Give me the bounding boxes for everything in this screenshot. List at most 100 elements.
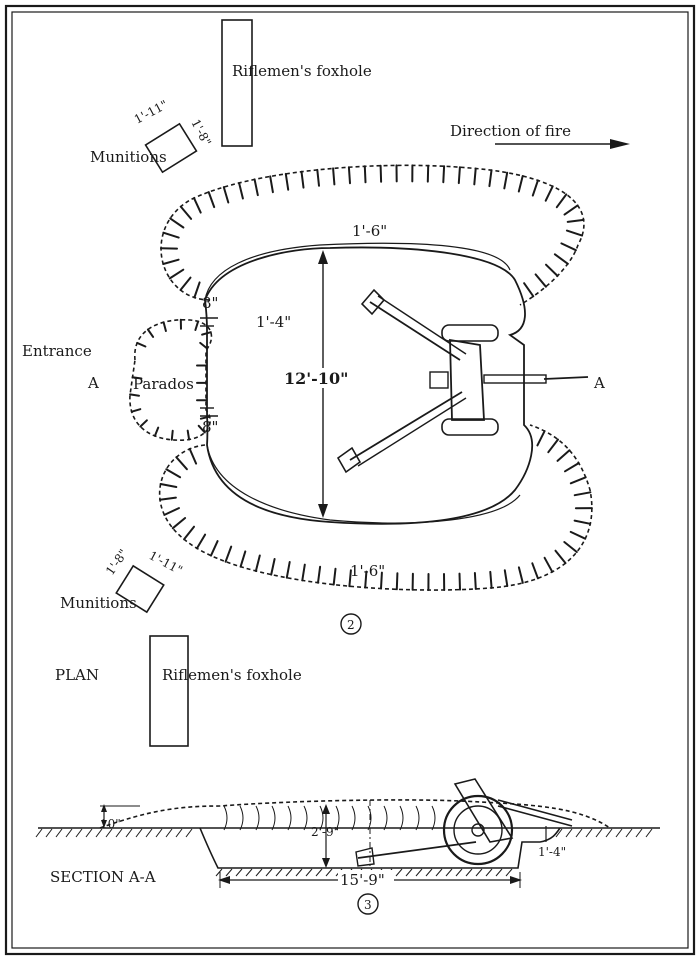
parapet-top-hatching	[160, 164, 585, 299]
spoil-hatch-stroke	[563, 541, 578, 553]
spoil-hatch-stroke	[473, 572, 477, 590]
dim-depth-line	[322, 804, 330, 868]
spoil-hatch-stroke	[270, 558, 276, 576]
spoil-hatch-stroke	[395, 572, 399, 591]
ground-hatch-stroke	[605, 828, 613, 838]
dim-bottom-parapet: 1'-6"	[350, 562, 385, 580]
ground-hatch-stroke	[555, 828, 563, 838]
ground-hatch-stroke	[435, 868, 443, 877]
spoil-hatch-stroke	[193, 281, 201, 299]
parapet-bottom-outline	[158, 424, 593, 591]
ground-hatch-stroke	[285, 868, 293, 877]
ground-hatch-stroke	[505, 868, 513, 877]
spoil-hatch-stroke	[523, 282, 535, 298]
spoil-hatch-stroke	[573, 491, 592, 497]
spoil-hatch-stroke	[536, 430, 546, 447]
spoil-hatch-stroke	[555, 193, 568, 209]
spoil-hatch-stroke	[457, 166, 461, 185]
ground-hatch-stroke	[245, 868, 253, 877]
ground-hatch-stroke	[465, 868, 473, 877]
spoil-hatch-stroke	[554, 549, 567, 565]
spoil-hatch-stroke	[193, 197, 202, 214]
spoil-hatch-stroke	[170, 429, 174, 441]
spoil-hatch-stroke	[163, 507, 180, 516]
ground-hatch-stroke	[635, 828, 643, 838]
munitions-top-dim-long: 1'-11"	[132, 97, 170, 126]
spoil-hatch-stroke	[171, 517, 187, 530]
spoil-hatch-stroke	[364, 570, 368, 589]
spoil-hatch-stroke	[332, 167, 336, 186]
spoil-hatch-stroke	[564, 462, 580, 473]
spoil-hatch-stroke	[196, 533, 207, 550]
spoil-hatch-stroke	[284, 172, 290, 191]
dim-step: 1'-4"	[538, 845, 566, 859]
spoil-hatch-stroke	[201, 331, 212, 336]
spoil-hatch-stroke	[224, 545, 233, 563]
ground-hatch-stroke	[575, 828, 583, 838]
ground-hatch-stroke	[275, 868, 283, 877]
ground-hatch-stroke	[45, 828, 53, 838]
spoil-hatch-stroke	[210, 540, 219, 557]
ground-hatch-stroke	[425, 868, 433, 877]
spoil-hatch-stroke	[517, 566, 524, 584]
ground-hatch-stroke	[295, 868, 303, 877]
ground-hatch-stroke	[35, 828, 43, 838]
dim-depth: 2'-9"	[311, 825, 339, 839]
munitions-box-bottom	[115, 564, 165, 614]
section-striation	[287, 805, 292, 831]
spoil-hatch-stroke	[503, 171, 509, 190]
spoil-hatch-stroke	[162, 258, 180, 265]
spoil-hatch-stroke	[285, 561, 291, 579]
spoil-hatch-stroke	[179, 276, 192, 291]
ground-hatch-stroke	[615, 828, 623, 838]
dim-pit-width: 12'-10"	[284, 369, 348, 388]
section-mark-right: A	[593, 374, 605, 392]
section-striation	[351, 805, 356, 831]
ground-hatch-stroke	[75, 828, 83, 838]
spoil-hatch-stroke	[553, 253, 569, 265]
spoil-hatch-stroke	[253, 178, 259, 197]
spoil-hatch-stroke	[543, 556, 554, 573]
section-pit-outline	[199, 827, 561, 869]
spoil-hatch-stroke	[569, 530, 587, 540]
spoil-hatch-stroke	[179, 205, 193, 220]
spoil-hatch-stroke	[531, 179, 539, 197]
section-striation	[303, 805, 308, 831]
ground-hatch-stroke	[645, 828, 653, 838]
section-striation	[223, 805, 228, 831]
munitions-bottom-dim-short: 1'-8"	[103, 547, 131, 578]
ground-hatch-stroke	[115, 828, 123, 838]
dim-inner-width: 1'-4"	[256, 313, 291, 331]
munitions-bottom-label: Munitions	[60, 594, 137, 612]
spoil-hatch-stroke	[139, 419, 148, 428]
spoil-hatch-stroke	[159, 483, 178, 488]
section-title: SECTION A-A	[50, 868, 156, 886]
spoil-hatch-stroke	[316, 168, 320, 187]
section-striation	[271, 805, 276, 831]
spoil-hatch-stroke	[442, 165, 446, 184]
spoil-hatch-stroke	[168, 268, 185, 280]
spoil-hatch-stroke	[194, 320, 200, 331]
munitions-bottom-dim-long: 1'-11"	[147, 548, 185, 577]
spoil-hatch-stroke	[517, 175, 524, 193]
ground-hatch-stroke	[135, 828, 143, 838]
ground-hatch-stroke	[405, 868, 413, 877]
ground-hatch-stroke	[265, 868, 273, 877]
ground-hatch-stroke	[105, 828, 113, 838]
ground-hatch-stroke	[235, 868, 243, 877]
spoil-hatch-stroke	[183, 525, 195, 541]
spoil-hatch-stroke	[547, 438, 559, 454]
spoil-hatch-stroke	[544, 185, 554, 202]
ground-hatch-stroke	[185, 828, 193, 838]
dim-parapet-height-line	[100, 804, 140, 828]
section-striations	[223, 805, 436, 831]
spoil-hatch-stroke	[130, 408, 142, 413]
spoil-hatch-stroke	[199, 341, 209, 350]
section-striation	[319, 805, 324, 831]
spoil-hatch-stroke	[254, 554, 261, 572]
spoil-hatch-stroke	[222, 186, 230, 204]
ground-hatch-stroke	[55, 828, 63, 838]
ground-hatch-stroke	[325, 868, 333, 877]
spoil-hatch-stroke	[162, 321, 167, 332]
ground-hatch-stroke	[395, 868, 403, 877]
